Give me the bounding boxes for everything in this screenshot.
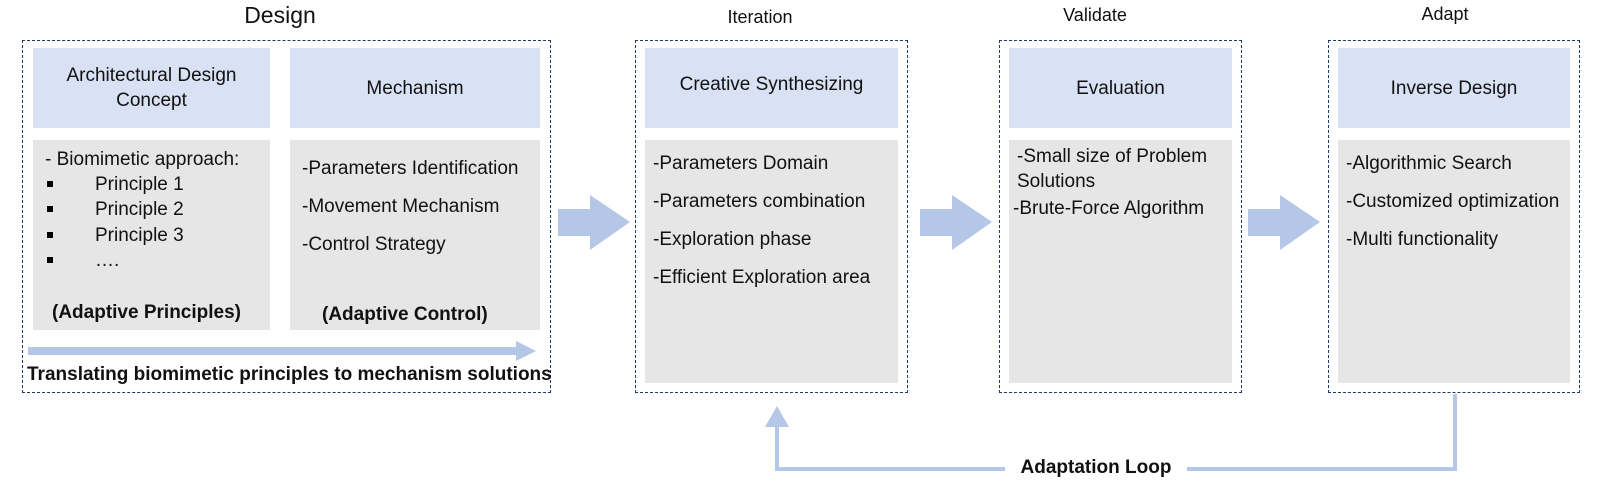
adaptation-loop-arrow-icon — [775, 394, 1457, 471]
validate-header-label: Evaluation — [1076, 77, 1165, 99]
mechanism-header: Mechanism — [290, 48, 540, 128]
adapt-item: -Multi functionality — [1346, 229, 1499, 250]
design-group — [22, 40, 551, 393]
validate-to-adapt-arrow-icon — [1248, 195, 1320, 250]
validate-header: Evaluation — [1009, 48, 1232, 128]
stage-title-adapt: Adapt — [1421, 4, 1469, 24]
iteration-header-label: Creative Synthesizing — [679, 73, 864, 95]
mechanism-item: -Movement Mechanism — [302, 196, 500, 217]
iteration-item: -Efficient Exploration area — [653, 267, 871, 288]
iteration-body: -Parameters Domain -Parameters combinati… — [645, 140, 898, 383]
iteration-item: -Exploration phase — [653, 229, 812, 250]
principle-item: …. — [95, 250, 120, 271]
design-to-iteration-arrow-icon — [558, 195, 630, 250]
mechanism-body: -Parameters Identification -Movement Mec… — [290, 140, 540, 330]
adapt-header-label: Inverse Design — [1390, 77, 1518, 99]
concept-body: - Biomimetic approach: Principle 1 Princ… — [33, 140, 270, 330]
stage-title-design: Design — [244, 2, 316, 28]
translation-arrow-icon — [28, 341, 536, 361]
adapt-item: -Customized optimization — [1346, 191, 1560, 212]
validate-group — [999, 40, 1242, 393]
adapt-group — [1328, 40, 1580, 393]
iteration-to-validate-arrow-icon — [920, 195, 992, 250]
principle-item: Principle 1 — [95, 174, 184, 195]
bullet-icon — [47, 232, 53, 238]
iteration-header: Creative Synthesizing — [645, 48, 898, 128]
bullet-icon — [47, 257, 53, 263]
concept-intro: - Biomimetic approach: — [45, 149, 240, 170]
stage-title-iteration: Iteration — [727, 7, 793, 27]
validate-item: -Small size of Problem Solutions — [1017, 146, 1208, 192]
concept-footer: (Adaptive Principles) — [52, 302, 241, 323]
iteration-group — [635, 40, 908, 393]
principle-item: Principle 2 — [95, 199, 184, 220]
mechanism-header-label: Mechanism — [366, 77, 464, 99]
principle-item: Principle 3 — [95, 225, 184, 246]
concept-header: Architectural Design Concept — [33, 48, 270, 128]
adapt-body: -Algorithmic Search -Customized optimiza… — [1338, 140, 1570, 383]
bullet-icon — [47, 181, 53, 187]
adapt-header: Inverse Design — [1338, 48, 1570, 128]
stage-title-validate: Validate — [1063, 5, 1127, 25]
mechanism-item: -Parameters Identification — [302, 158, 519, 179]
bullet-icon — [47, 206, 53, 212]
adaptation-loop-label: Adaptation Loop — [1020, 457, 1172, 478]
validate-body: -Small size of Problem Solutions -Brute-… — [1009, 140, 1232, 383]
loop-arrowhead-icon — [765, 406, 789, 427]
iteration-item: -Parameters Domain — [653, 153, 829, 174]
translation-caption: Translating biomimetic principles to mec… — [27, 364, 552, 385]
iteration-item: -Parameters combination — [653, 191, 866, 212]
adapt-item: -Algorithmic Search — [1346, 153, 1512, 174]
mechanism-footer: (Adaptive Control) — [322, 304, 488, 325]
validate-item: -Brute-Force Algorithm — [1013, 198, 1205, 219]
mechanism-item: -Control Strategy — [302, 234, 446, 255]
concept-header-label: Architectural Design Concept — [66, 65, 237, 111]
